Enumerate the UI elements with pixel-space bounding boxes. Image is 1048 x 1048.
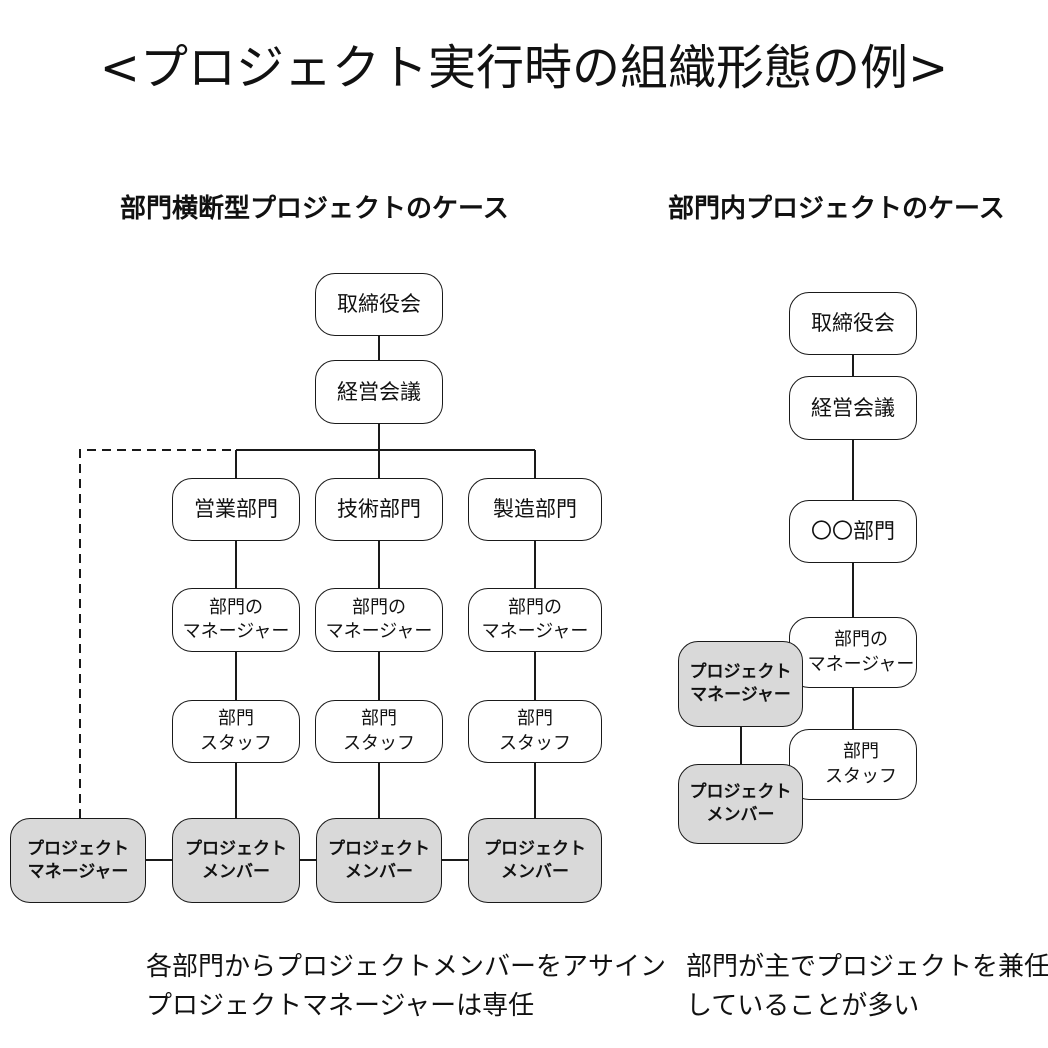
right-department-manager-box: 部門の マネージャー: [789, 617, 917, 688]
department-manager-box: 部門の マネージャー: [172, 588, 300, 652]
project-member-box: プロジェクト メンバー: [172, 818, 300, 903]
project-manager-box: プロジェクト マネージャー: [10, 818, 146, 903]
department-manager-box: 部門の マネージャー: [315, 588, 443, 652]
member-label-line2: メンバー: [706, 805, 775, 825]
technology-department-box: 技術部門: [315, 478, 443, 541]
department-staff-box: 部門 スタッフ: [468, 700, 602, 763]
staff-label-line2: スタッフ: [343, 732, 415, 754]
pm-label-line1: プロジェクト: [689, 662, 792, 683]
project-member-box: プロジェクト メンバー: [468, 818, 602, 903]
staff-label-line1: 部門: [361, 708, 397, 730]
pm-label-line2: マネージャー: [27, 861, 129, 882]
department-label: 技術部門: [337, 497, 421, 522]
note-line1: 各部門からプロジェクトメンバーをアサイン: [146, 952, 667, 982]
right-project-member-box: プロジェクト メンバー: [678, 764, 803, 844]
pm-label-line1: プロジェクト: [27, 838, 129, 859]
staff-label-line1: 部門: [843, 741, 879, 763]
note-line1: 部門が主でプロジェクトを兼任: [686, 952, 1048, 982]
manager-label-line1: 部門の: [508, 596, 562, 618]
member-label-line1: プロジェクト: [185, 838, 287, 859]
management-council-box: 経営会議: [315, 360, 443, 424]
member-label-line1: プロジェクト: [484, 838, 586, 859]
note-line2: していることが多い: [686, 991, 920, 1021]
council-label: 経営会議: [811, 395, 895, 420]
board-label: 取締役会: [811, 311, 895, 336]
manager-label-line2: マネージャー: [807, 653, 915, 675]
staff-label-line1: 部門: [517, 708, 553, 730]
right-management-council-box: 経営会議: [789, 376, 917, 440]
manager-label-line1: 部門の: [209, 596, 263, 618]
manager-label-line2: マネージャー: [325, 621, 433, 642]
manager-label-line2: マネージャー: [182, 621, 290, 642]
manager-label-line1: 部門の: [834, 629, 888, 651]
member-label-line2: メンバー: [345, 861, 413, 882]
right-project-manager-box: プロジェクト マネージャー: [678, 641, 803, 727]
note-cross-department: 各部門からプロジェクトメンバーをアサイン プロジェクトマネージャーは専任: [146, 948, 666, 1026]
department-manager-box: 部門の マネージャー: [468, 588, 602, 652]
note-line2: プロジェクトマネージャーは専任: [146, 991, 535, 1021]
member-label-line2: メンバー: [501, 861, 569, 882]
member-label-line2: メンバー: [202, 861, 270, 882]
page-title: <プロジェクト実行時の組織形態の例>: [99, 40, 949, 96]
staff-label-line2: スタッフ: [200, 732, 272, 754]
right-department-staff-box: 部門 スタッフ: [789, 729, 917, 800]
manager-label-line1: 部門の: [352, 596, 406, 618]
council-label: 経営会議: [337, 379, 421, 404]
staff-label-line2: スタッフ: [499, 732, 571, 754]
manufacturing-department-box: 製造部門: [468, 478, 602, 541]
heading-cross-department: 部門横断型プロジェクトのケース: [120, 194, 509, 224]
project-member-box: プロジェクト メンバー: [316, 818, 442, 903]
right-department-box: 〇〇部門: [789, 500, 917, 563]
department-label: 営業部門: [194, 497, 278, 522]
staff-label-line1: 部門: [218, 708, 254, 730]
dashed-pm-report-line: [79, 449, 236, 818]
department-label: 〇〇部門: [811, 519, 895, 544]
manager-label-line2: マネージャー: [481, 621, 589, 642]
staff-label-line2: スタッフ: [825, 765, 897, 787]
note-in-department: 部門が主でプロジェクトを兼任 していることが多い: [686, 948, 1048, 1026]
pm-label-line2: マネージャー: [690, 685, 791, 705]
department-staff-box: 部門 スタッフ: [315, 700, 443, 763]
member-label-line1: プロジェクト: [689, 782, 792, 803]
board-of-directors-box: 取締役会: [315, 273, 443, 336]
board-label: 取締役会: [337, 292, 421, 317]
heading-in-department: 部門内プロジェクトのケース: [668, 194, 1005, 224]
department-staff-box: 部門 スタッフ: [172, 700, 300, 763]
member-label-line1: プロジェクト: [328, 838, 430, 859]
department-label: 製造部門: [493, 497, 577, 522]
right-board-of-directors-box: 取締役会: [789, 292, 917, 355]
sales-department-box: 営業部門: [172, 478, 300, 541]
